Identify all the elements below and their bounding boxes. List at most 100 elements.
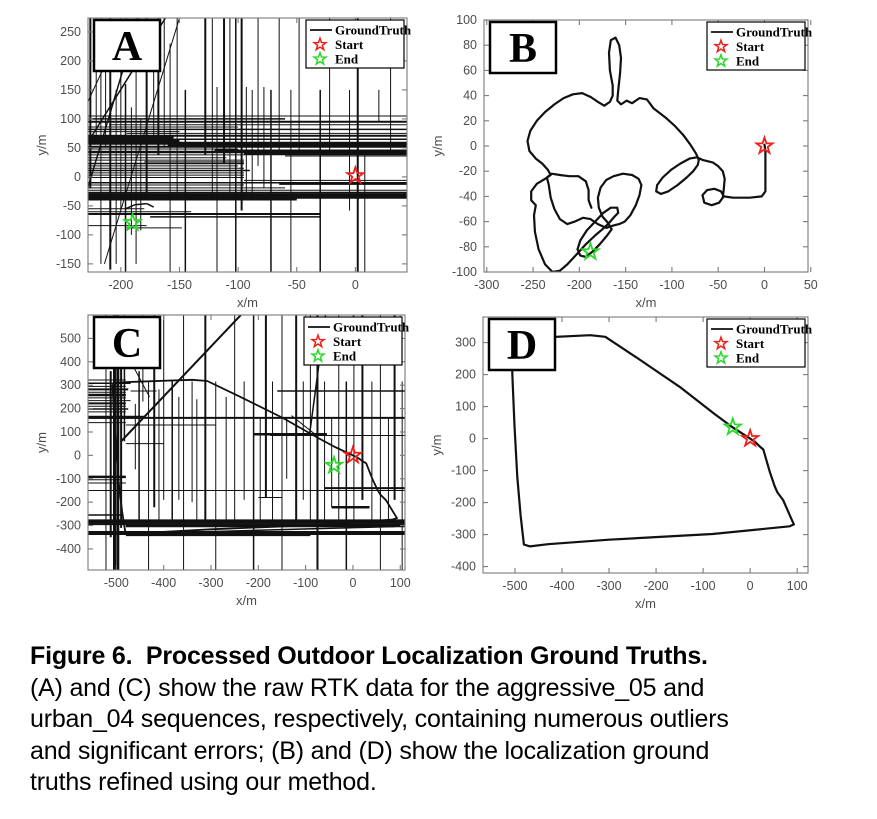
- panel-letter: B: [509, 26, 537, 72]
- end-star-marker: [323, 454, 345, 475]
- trajectory-path: [510, 334, 795, 548]
- svg-text:-400: -400: [151, 576, 176, 590]
- svg-text:-100: -100: [56, 472, 81, 486]
- svg-text:0: 0: [469, 432, 476, 446]
- svg-text:-100: -100: [691, 579, 716, 593]
- svg-text:-100: -100: [293, 576, 318, 590]
- svg-text:-100: -100: [452, 265, 477, 279]
- figure-caption: Figure 6. Processed Outdoor Localization…: [30, 641, 850, 799]
- svg-text:-500: -500: [104, 576, 129, 590]
- legend-item-label: Start: [736, 39, 765, 54]
- legend-star-swatch: [712, 37, 730, 54]
- trajectory-path: [526, 36, 767, 272]
- svg-text:-200: -200: [644, 579, 669, 593]
- legend-item-label: GroundTruth: [333, 320, 410, 335]
- svg-text:-80: -80: [459, 240, 477, 254]
- legend-star-swatch: [712, 349, 730, 365]
- legend-item-label: Start: [335, 37, 364, 52]
- svg-text:-400: -400: [56, 542, 81, 556]
- svg-text:-300: -300: [56, 519, 81, 533]
- legend-star-swatch: [309, 332, 327, 349]
- svg-text:100: 100: [60, 425, 81, 439]
- y-axis-label: y/m: [430, 136, 445, 157]
- panel-letter: D: [507, 323, 537, 369]
- figure-caption-line: (A) and (C) show the raw RTK data for th…: [30, 673, 705, 702]
- svg-text:80: 80: [463, 38, 477, 52]
- figure-caption-line: urban_04 sequences, respectively, contai…: [30, 705, 729, 733]
- y-axis-label: y/m: [34, 135, 49, 156]
- svg-text:-400: -400: [550, 579, 575, 593]
- legend-item-label: GroundTruth: [335, 23, 412, 38]
- svg-text:-50: -50: [63, 199, 81, 213]
- svg-text:-500: -500: [502, 579, 527, 593]
- svg-text:-40: -40: [459, 189, 477, 203]
- svg-text:200: 200: [455, 368, 476, 382]
- end-star-marker: [121, 211, 144, 232]
- svg-text:200: 200: [60, 402, 81, 416]
- svg-text:50: 50: [67, 141, 81, 155]
- start-star-marker: [739, 427, 761, 448]
- svg-text:-200: -200: [451, 496, 476, 510]
- legend-star-swatch: [712, 52, 730, 68]
- y-axis-label: y/m: [429, 435, 444, 456]
- panel-label: D: [487, 317, 557, 372]
- svg-text:-150: -150: [167, 278, 192, 292]
- svg-text:100: 100: [60, 112, 81, 126]
- svg-text:-20: -20: [459, 164, 477, 178]
- x-axis-label: x/m: [636, 295, 657, 310]
- start-star-marker: [753, 134, 776, 156]
- figure-caption-line: and significant errors; (B) and (D) show…: [30, 736, 710, 765]
- svg-text:20: 20: [463, 114, 477, 128]
- svg-text:250: 250: [60, 25, 81, 39]
- svg-text:100: 100: [390, 576, 411, 590]
- legend-star-swatch: [311, 50, 329, 66]
- svg-text:40: 40: [463, 89, 477, 103]
- svg-text:60: 60: [463, 63, 477, 77]
- svg-text:0: 0: [352, 278, 359, 292]
- svg-text:400: 400: [60, 355, 81, 369]
- legend-item-label: GroundTruth: [736, 322, 813, 337]
- svg-text:-300: -300: [474, 278, 499, 292]
- figure-caption-title: Figure 6. Processed Outdoor Localization…: [30, 642, 708, 670]
- axes-box: [87, 314, 406, 571]
- svg-text:-250: -250: [521, 278, 546, 292]
- start-star-marker: [344, 164, 367, 185]
- x-axis-label: x/m: [635, 596, 656, 611]
- y-axis-label: y/m: [34, 432, 49, 453]
- svg-text:100: 100: [456, 13, 477, 27]
- end-star-marker: [721, 415, 744, 437]
- panel-letter: A: [112, 24, 143, 70]
- trajectory-path: [111, 378, 398, 536]
- legend-item-label: End: [335, 52, 359, 67]
- legend-item-label: End: [736, 351, 760, 366]
- svg-text:-300: -300: [198, 576, 223, 590]
- legend-item-label: Start: [736, 336, 765, 351]
- svg-text:0: 0: [74, 170, 81, 184]
- svg-text:0: 0: [761, 278, 768, 292]
- svg-text:-100: -100: [451, 464, 476, 478]
- outlier-lines: [88, 18, 407, 272]
- svg-text:50: 50: [804, 278, 818, 292]
- legend-star-swatch: [309, 347, 327, 363]
- svg-text:150: 150: [60, 83, 81, 97]
- panel-label: A: [92, 18, 162, 73]
- legend-item-label: GroundTruth: [736, 25, 813, 40]
- axes-box: [87, 17, 408, 273]
- legend-star-swatch: [311, 35, 329, 52]
- legend-item-label: End: [333, 349, 357, 364]
- svg-text:-150: -150: [613, 278, 638, 292]
- svg-text:-400: -400: [451, 560, 476, 574]
- svg-text:-300: -300: [597, 579, 622, 593]
- svg-text:-200: -200: [56, 495, 81, 509]
- svg-text:0: 0: [747, 579, 754, 593]
